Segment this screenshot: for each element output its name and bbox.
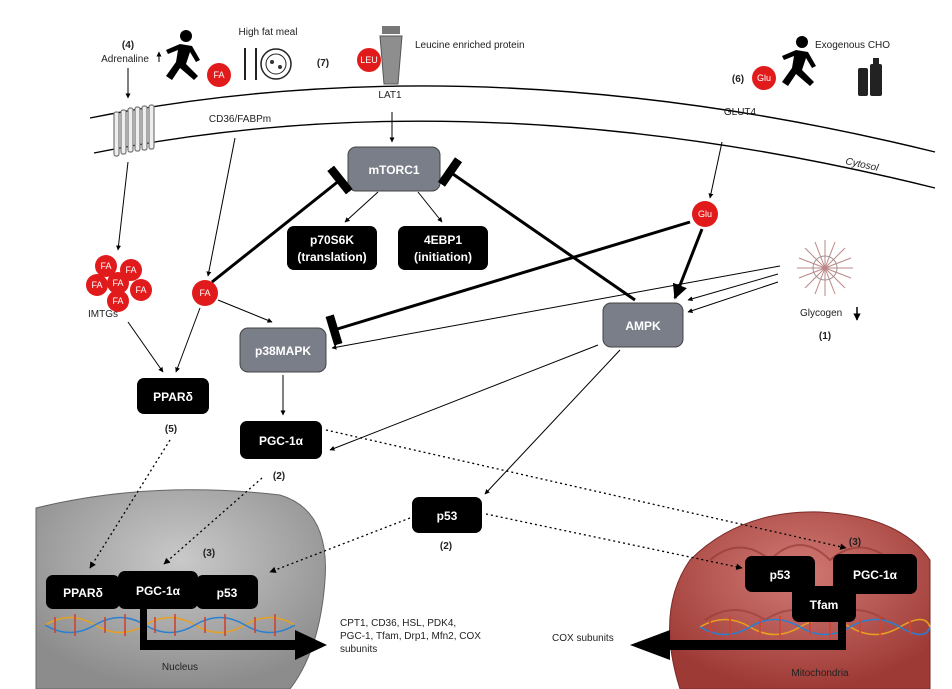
mito-pgc1a-node: PGC-1α bbox=[833, 554, 917, 594]
mito-number: (3) bbox=[849, 537, 861, 548]
meal-number: (7) bbox=[317, 58, 329, 69]
svg-text:(initiation): (initiation) bbox=[414, 250, 472, 264]
adrenaline-number: (4) bbox=[122, 40, 134, 51]
svg-text:FA: FA bbox=[91, 280, 102, 290]
svg-text:PGC-1α: PGC-1α bbox=[259, 434, 304, 448]
svg-text:FA: FA bbox=[213, 70, 224, 80]
glu-molecule-top: Glu bbox=[752, 66, 776, 90]
svg-text:FA: FA bbox=[100, 261, 111, 271]
nucleus-genes-line-3: subunits bbox=[340, 644, 377, 655]
nucleus-label: Nucleus bbox=[162, 662, 198, 673]
leu-molecule-top: LEU bbox=[357, 48, 381, 72]
svg-text:p38MAPK: p38MAPK bbox=[255, 344, 311, 358]
imtgs-label: IMTGs bbox=[88, 309, 118, 320]
cox-subunits-label: COX subunits bbox=[552, 633, 614, 644]
svg-text:FA: FA bbox=[199, 288, 210, 298]
svg-text:mTORC1: mTORC1 bbox=[368, 163, 419, 177]
svg-text:PPARδ: PPARδ bbox=[153, 390, 193, 404]
nucleus-pgc1a-node: PGC-1α bbox=[118, 571, 198, 609]
svg-text:(translation): (translation) bbox=[297, 250, 366, 264]
adrenergic-receptor-icon bbox=[113, 104, 155, 157]
cd36-label: CD36/FABPm bbox=[209, 114, 271, 125]
runner-icon bbox=[166, 30, 200, 80]
fa-molecule-cytosol: FA bbox=[192, 280, 218, 306]
lat1-label: LAT1 bbox=[378, 90, 402, 101]
pgc1a-node: PGC-1α bbox=[240, 421, 322, 459]
mito-p53-node: p53 bbox=[745, 556, 815, 592]
svg-text:p70S6K: p70S6K bbox=[310, 233, 354, 247]
svg-text:Glu: Glu bbox=[757, 73, 771, 83]
inhibition-lines bbox=[211, 157, 691, 346]
svg-text:4EBP1: 4EBP1 bbox=[424, 233, 462, 247]
svg-text:p53: p53 bbox=[437, 509, 458, 523]
glu-number: (6) bbox=[732, 74, 744, 85]
svg-text:Tfam: Tfam bbox=[810, 598, 839, 612]
drink-bottle-icon bbox=[858, 58, 882, 96]
svg-text:FA: FA bbox=[112, 278, 123, 288]
nucleus-genes-line-2: PGC-1, Tfam, Drp1, Mfn2, COX bbox=[340, 631, 481, 642]
nucleus-dna-icon bbox=[44, 614, 296, 636]
svg-text:LEU: LEU bbox=[360, 55, 378, 65]
adrenaline-label: Adrenaline bbox=[101, 54, 149, 65]
mito-tfam-node: Tfam bbox=[792, 586, 856, 622]
imtg-fa-cluster: FA FA FA FA FA FA bbox=[86, 255, 152, 312]
p70s6k-node: p70S6K (translation) bbox=[287, 226, 377, 270]
runner-right-icon bbox=[782, 36, 816, 86]
leucine-label: Leucine enriched protein bbox=[415, 40, 525, 51]
p53-node: p53 bbox=[412, 497, 482, 533]
p53-number: (2) bbox=[440, 541, 452, 552]
svg-text:FA: FA bbox=[125, 265, 136, 275]
mito-transcription-arrow bbox=[630, 620, 846, 660]
mtorc1-node: mTORC1 bbox=[347, 146, 441, 192]
p38mapk-node: p38MAPK bbox=[239, 327, 327, 373]
glut4-label: GLUT4 bbox=[724, 107, 757, 118]
dotted-arrows bbox=[89, 429, 847, 573]
svg-text:FA: FA bbox=[135, 285, 146, 295]
svg-text:PGC-1α: PGC-1α bbox=[136, 584, 181, 598]
svg-text:AMPK: AMPK bbox=[625, 319, 661, 333]
ppar-number: (5) bbox=[165, 424, 177, 435]
nucleus-p53-node: p53 bbox=[196, 575, 258, 609]
ampk-node: AMPK bbox=[602, 302, 684, 348]
svg-text:FA: FA bbox=[112, 296, 123, 306]
nucleus-genes-line-1: CPT1, CD36, HSL, PDK4, bbox=[340, 618, 456, 629]
nucleus-transcription-arrow bbox=[140, 606, 327, 660]
cell-membrane bbox=[89, 85, 936, 189]
glycogen-icon bbox=[797, 240, 853, 296]
fa-molecule-top: FA bbox=[207, 63, 231, 87]
pgc-number: (2) bbox=[273, 471, 285, 482]
4ebp1-node: 4EBP1 (initiation) bbox=[398, 226, 488, 270]
meal-plate-icon bbox=[244, 48, 292, 80]
svg-text:PPARδ: PPARδ bbox=[63, 586, 103, 600]
mitochondria-label: Mitochondria bbox=[791, 668, 849, 679]
exogenous-cho-label: Exogenous CHO bbox=[815, 40, 890, 51]
svg-text:Glu: Glu bbox=[698, 209, 712, 219]
high-fat-meal-label: High fat meal bbox=[239, 27, 298, 38]
glu-molecule-cytosol: Glu bbox=[692, 201, 718, 227]
nucleus-number: (3) bbox=[203, 548, 215, 559]
nucleus-ppard-node: PPARδ bbox=[46, 575, 120, 609]
pathway-arrows bbox=[116, 112, 781, 495]
glycogen-label: Glycogen bbox=[800, 308, 842, 319]
svg-text:PGC-1α: PGC-1α bbox=[853, 568, 898, 582]
glycogen-number: (1) bbox=[819, 331, 831, 342]
svg-text:p53: p53 bbox=[770, 568, 791, 582]
protein-shaker-icon bbox=[379, 26, 403, 85]
svg-text:p53: p53 bbox=[217, 586, 238, 600]
ppard-node: PPARδ bbox=[137, 378, 209, 414]
